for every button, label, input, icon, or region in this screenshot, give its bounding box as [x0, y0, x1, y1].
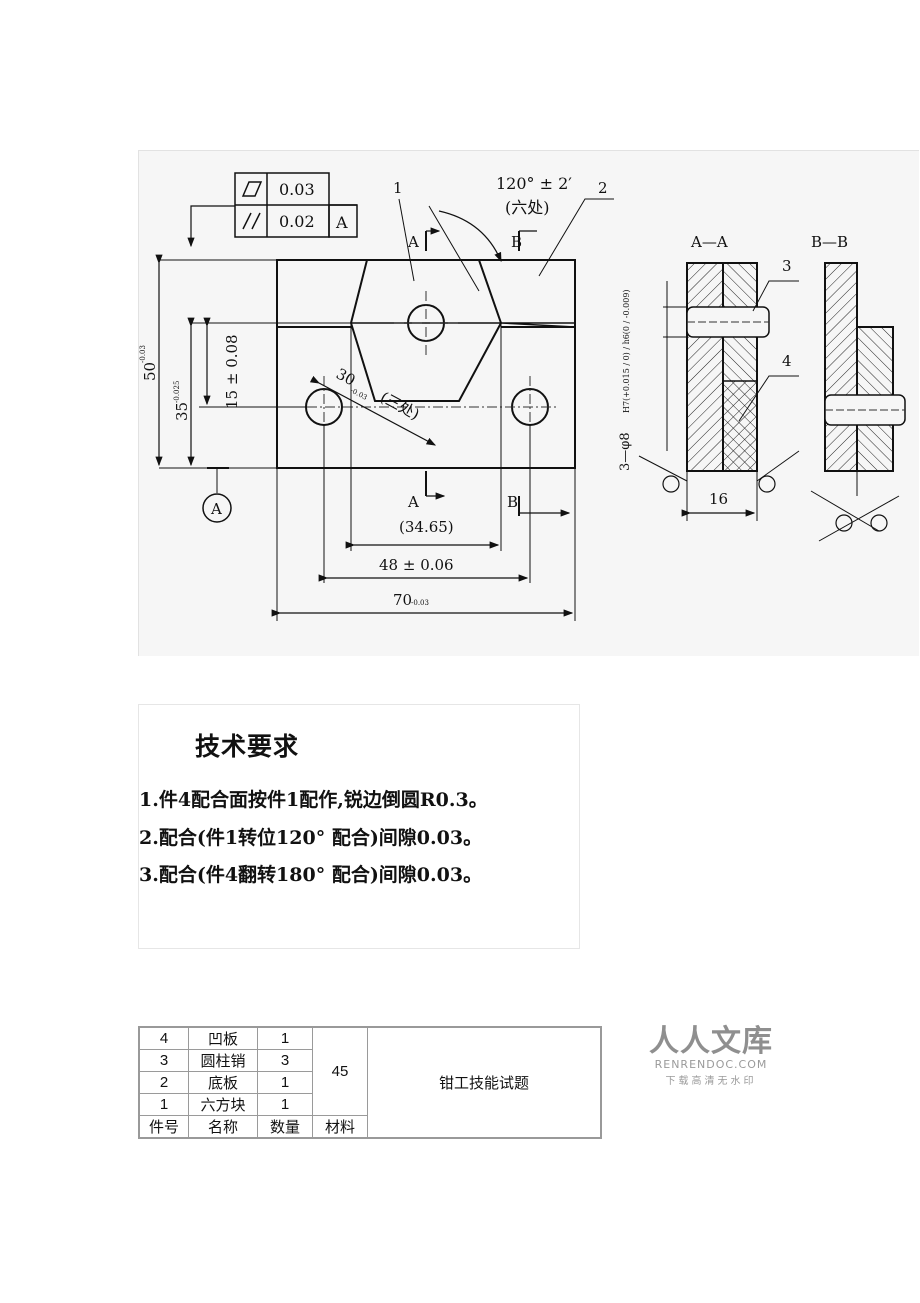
- bom-no: 4: [138, 1026, 189, 1050]
- dim-30-tol: -0.03: [349, 386, 369, 401]
- bom-qty: 3: [257, 1049, 313, 1072]
- part-label-2: 2: [598, 179, 608, 197]
- dim-30: 30: [333, 365, 358, 390]
- dim-fit: H7(+0.015 / 0) / h6(0 / -0.009): [622, 289, 631, 413]
- section-a-top: A: [407, 233, 419, 251]
- part-label-4: 4: [782, 352, 792, 370]
- part-label-1: 1: [393, 179, 403, 197]
- watermark-sub: 下载高清无水印: [665, 1076, 757, 1087]
- dim-35-tol: -0.025: [173, 381, 181, 403]
- feature-control-frame: 0.03 0.02 A: [234, 172, 358, 238]
- bom-name: 底板: [188, 1071, 258, 1094]
- section-bb-view: [824, 262, 906, 472]
- dim-height-tol: -0.03: [139, 345, 147, 363]
- dim-70-tol: -0.03: [411, 599, 429, 607]
- section-b-bottom: B: [507, 493, 518, 511]
- bom-header-qty: 数量: [257, 1115, 313, 1139]
- bom-qty: 1: [257, 1026, 313, 1050]
- watermark-logo: 人人文库 RENRENDOC.COM 下载高清无水印: [646, 1016, 776, 1087]
- angle-note: 120° ± 2′: [496, 174, 572, 193]
- dim-48: 48 ± 0.06: [379, 556, 454, 574]
- bom-name: 凹板: [188, 1026, 258, 1050]
- bom-header-name: 名称: [188, 1115, 258, 1139]
- table-header-row: 件号 名称 数量 材料: [138, 1115, 601, 1139]
- requirements-title: 技术要求: [195, 732, 300, 761]
- bom-name: 六方块: [188, 1093, 258, 1116]
- datum-a-label: A: [210, 500, 222, 518]
- watermark-main: 人人文库: [649, 1024, 773, 1059]
- watermark-domain: RENRENDOC.COM: [654, 1058, 768, 1071]
- engineering-drawing: 0.03 0.02 A A B A B 1 2 120° ± 2′ (六处): [138, 150, 919, 656]
- table-row: 2 底板 1: [138, 1071, 601, 1094]
- dim-pin: 3—φ8: [618, 432, 633, 471]
- view-aa-label: A—A: [690, 233, 728, 251]
- bom-header-no: 件号: [138, 1115, 189, 1139]
- dim-16: 16: [709, 490, 728, 508]
- fcf-parallel-value: 0.02: [279, 212, 315, 231]
- parallelism-icon: [242, 212, 261, 230]
- requirement-item-1: 1.件4配合面按件1配作,锐边倒圆R0.3。: [139, 789, 488, 811]
- section-aa-view: [686, 262, 770, 472]
- requirement-item-3: 3.配合(件4翻转180° 配合)间隙0.03。: [139, 864, 483, 886]
- angle-note-places: (六处): [505, 198, 550, 217]
- dim-height: 50: [141, 362, 159, 381]
- table-row: 3 圆柱销 3: [138, 1049, 601, 1072]
- dim-70: 70: [393, 591, 412, 609]
- table-row: 4 凹板 1 45 钳工技能试题: [138, 1026, 602, 1139]
- bom-header-material: 材料: [312, 1115, 368, 1139]
- bom-name: 圆柱销: [188, 1049, 258, 1072]
- dim-15: 15 ± 0.08: [223, 334, 241, 409]
- fcf-flatness-value: 0.03: [279, 180, 315, 199]
- table-row: 1 六方块 1: [138, 1093, 601, 1116]
- bom-no: 2: [138, 1071, 189, 1094]
- drawing-canvas: 0.03 0.02 A A B A B 1 2 120° ± 2′ (六处): [139, 172, 906, 621]
- bom-no: 3: [138, 1049, 189, 1072]
- dim-3465: (34.65): [399, 518, 454, 536]
- datum-a-circle: [202, 493, 232, 523]
- section-b-top: B: [511, 233, 522, 251]
- bom-no: 1: [138, 1093, 189, 1116]
- bom-title: 钳工技能试题: [367, 1026, 602, 1139]
- fcf-datum: A: [335, 213, 348, 232]
- bom-material: 45: [312, 1026, 368, 1116]
- flatness-icon: [241, 181, 263, 197]
- bom-qty: 1: [257, 1071, 313, 1094]
- view-bb-label: B—B: [811, 233, 848, 251]
- bom-table: 4 凹板 1 45 钳工技能试题 3 圆柱销 3 2 底板 1 1 六方块 1 …: [138, 1026, 602, 1139]
- dim-35: 35: [173, 402, 191, 421]
- bom-qty: 1: [257, 1093, 313, 1116]
- section-a-bottom: A: [407, 493, 419, 511]
- part-label-3: 3: [782, 257, 792, 275]
- requirement-item-2: 2.配合(件1转位120° 配合)间隙0.03。: [139, 827, 483, 849]
- technical-requirements: 技术要求 1.件4配合面按件1配作,锐边倒圆R0.3。 2.配合(件1转位120…: [138, 704, 580, 949]
